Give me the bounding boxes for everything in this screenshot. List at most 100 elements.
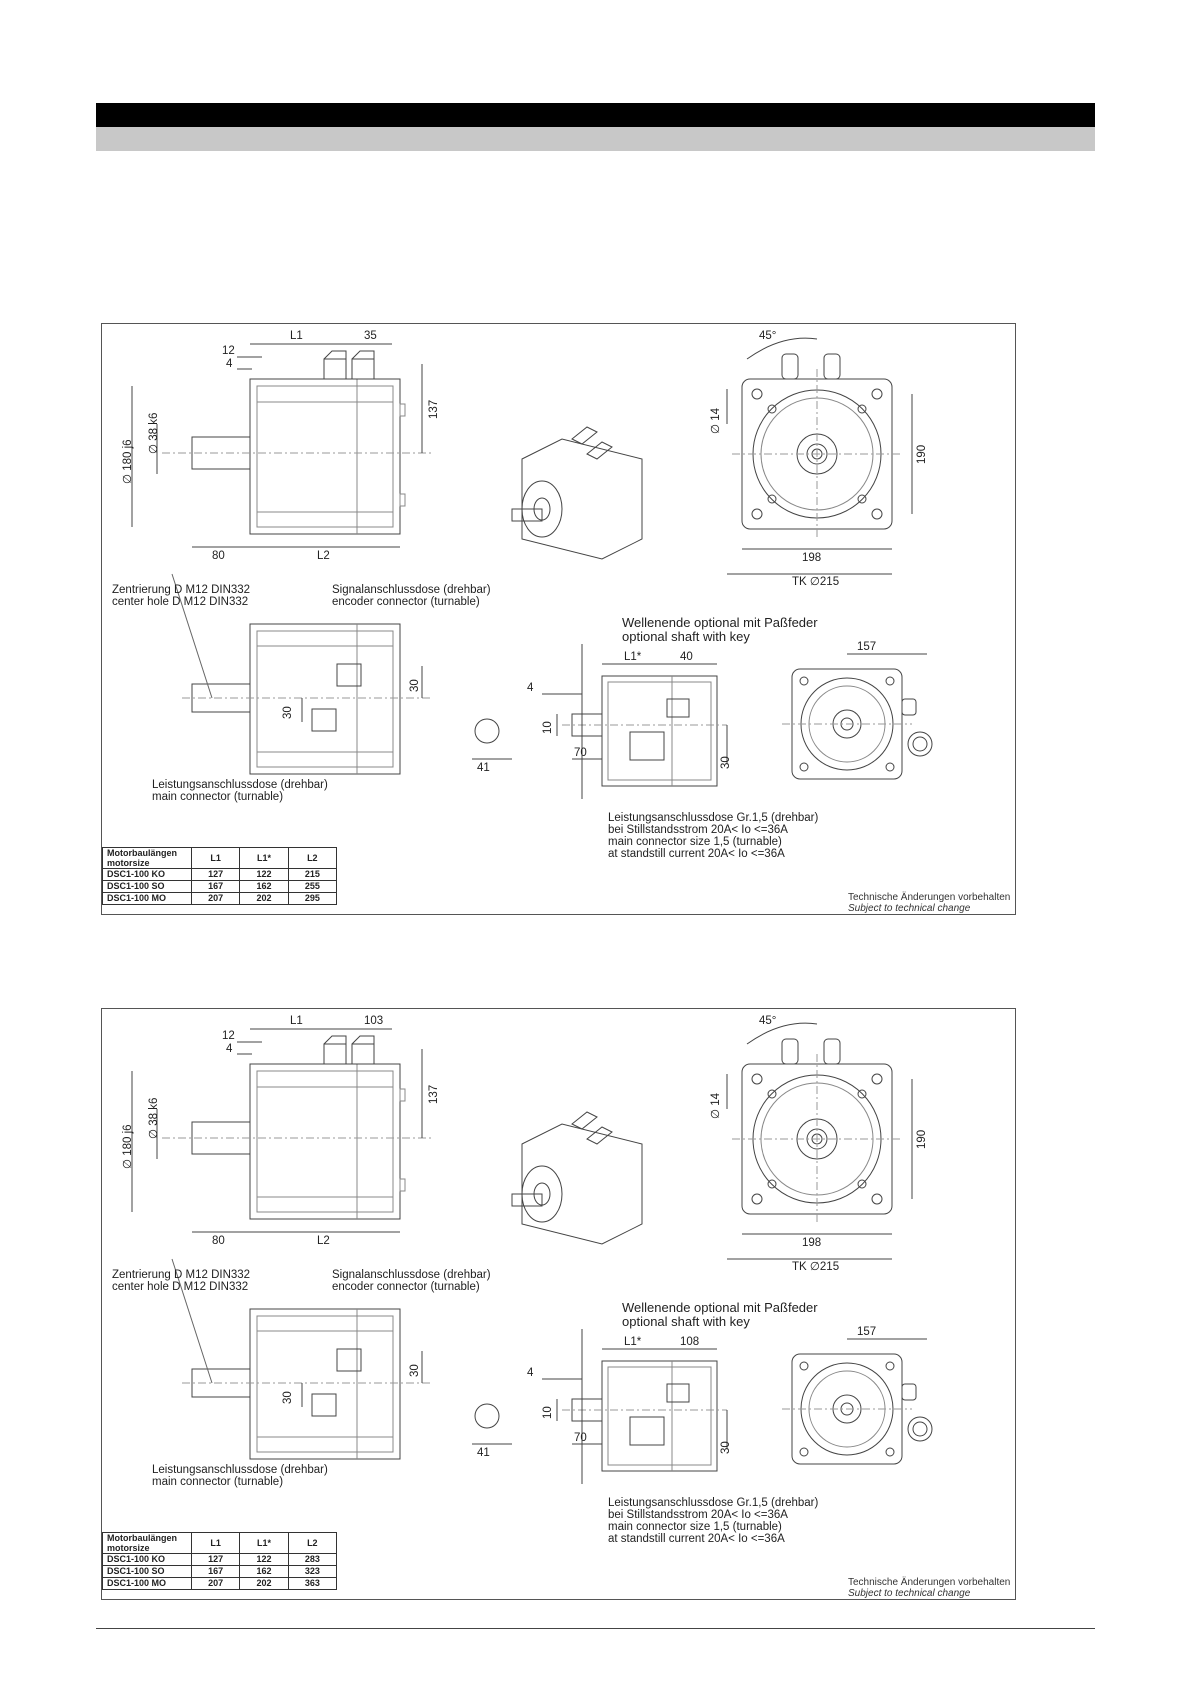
table-header-cell: L2 [287,847,338,869]
table-header-cell: L1* [239,1532,289,1554]
main-connector-size-line-2: bei Stillstandsstrom 20A< Io <=36A [608,824,788,836]
technical-change-en: Subject to technical change [848,903,971,914]
dim-35: 35 [364,330,377,342]
table-cell: DSC1-100 KO [102,1553,192,1566]
dim-dia-180: ∅ 180 j6 [122,439,134,484]
centering-de: Zentrierung D M12 DIN332 [112,584,251,596]
dim-70: 70 [574,747,587,759]
drawing-panel-1: L1 35 12 4 137 ∅ 180 j6 ∅ 38 k6 80 L2 45… [101,323,1016,915]
dim-l1: L1 [290,330,303,342]
main-connector-size-line-3: main connector size 1,5 (turnable) [608,1521,782,1533]
shaft-key-note: Wellenende optional mit Paßfeder optiona… [622,616,818,644]
technical-change-note: Technische Änderungen vorbehalten Subjec… [848,1577,1010,1599]
table-row: DSC1-100 MO 207 202 295 [102,892,338,905]
main-connector-de: Leistungsanschlussdose (drehbar) [152,779,328,791]
footer-rule [96,1628,1095,1629]
subheader-bar [96,127,1095,151]
table-row: DSC1-100 KO 127 122 283 [102,1553,338,1566]
motor-size-table: Motorbaulängen motorsize L1 L1* L2 DSC1-… [102,847,338,905]
table-header-cell: L1* [239,847,289,869]
table-cell: 162 [239,880,289,893]
dim-40: 40 [680,651,693,663]
table-cell: 215 [287,868,338,881]
table-cell: 122 [239,868,289,881]
dim-30-left: 30 [282,1391,294,1404]
dim-dia-38: ∅ 38 k6 [148,412,160,454]
dim-157: 157 [857,1326,877,1338]
table-cell: 122 [239,1553,289,1566]
table-row: DSC1-100 SO 167 162 255 [102,880,338,893]
centering-note: Zentrierung D M12 DIN332 center hole D M… [112,1269,250,1293]
table-cell: 167 [190,1565,241,1578]
table-header-cell: L1 [190,1532,241,1554]
table-cell: 127 [190,1553,241,1566]
dim-35: 103 [364,1015,384,1027]
table-header-row: Motorbaulängen motorsize L1 L1* L2 [102,847,338,869]
table-cell: 202 [239,1577,289,1590]
dim-80: 80 [212,1235,225,1247]
dim-137: 137 [428,1084,440,1104]
dim-4-shaft: 4 [527,1367,534,1379]
dim-10: 10 [542,721,554,734]
table-cell: DSC1-100 MO [102,892,192,905]
main-connector-note: Leistungsanschlussdose (drehbar) main co… [152,779,328,803]
dim-dia-14: ∅ 14 [710,407,722,434]
table-cell: DSC1-100 KO [102,868,192,881]
table-row: DSC1-100 MO 207 202 363 [102,1577,338,1590]
dim-tk-215: TK ∅215 [792,576,840,588]
table-cell: DSC1-100 SO [102,1565,192,1578]
table-row: DSC1-100 SO 167 162 323 [102,1565,338,1578]
table-cell: 202 [239,892,289,905]
dim-12: 12 [222,345,235,357]
dim-dia-14: ∅ 14 [710,1092,722,1119]
table-cell: 323 [287,1565,338,1578]
dim-70: 70 [574,1432,587,1444]
dim-l2: L2 [317,1235,330,1247]
dim-10: 10 [542,1406,554,1419]
main-connector-size-line-4: at standstill current 20A< Io <=36A [608,1533,785,1545]
header-bar [96,103,1095,127]
table-cell: 283 [287,1553,338,1566]
dim-30-shaft: 30 [720,756,732,769]
main-connector-note: Leistungsanschlussdose (drehbar) main co… [152,1464,328,1488]
main-connector-size-note: Leistungsanschlussdose Gr.1,5 (drehbar) … [608,812,818,860]
table-cell: 295 [287,892,338,905]
dim-dia-180: ∅ 180 j6 [122,1124,134,1169]
table-cell: DSC1-100 MO [102,1577,192,1590]
dim-4: 4 [226,358,233,370]
dim-30-right: 30 [409,679,421,692]
main-connector-en: main connector (turnable) [152,1476,284,1488]
technical-change-de: Technische Änderungen vorbehalten [848,892,1011,903]
main-connector-size-line-4: at standstill current 20A< Io <=36A [608,848,785,860]
encoder-note: Signalanschlussdose (drehbar) encoder co… [332,1269,491,1293]
centering-en: center hole D M12 DIN332 [112,596,249,608]
table-cell: 207 [190,1577,241,1590]
dim-4: 4 [226,1043,233,1055]
table-header-cell: Motorbaulängen motorsize [102,847,192,869]
main-connector-de: Leistungsanschlussdose (drehbar) [152,1464,328,1476]
technical-change-note: Technische Änderungen vorbehalten Subjec… [848,892,1010,914]
dim-30-shaft: 30 [720,1441,732,1454]
dim-137: 137 [428,399,440,419]
drawing-panel-2: L1 103 12 4 137 ∅ 180 j6 ∅ 38 k6 80 L2 4… [101,1008,1016,1600]
shaft-key-de: Wellenende optional mit Paßfeder [622,1300,818,1315]
main-connector-size-note: Leistungsanschlussdose Gr.1,5 (drehbar) … [608,1497,818,1545]
dim-190: 190 [916,444,928,464]
dim-45-deg: 45° [759,330,777,342]
encoder-en: encoder connector (turnable) [332,1281,480,1293]
encoder-en: encoder connector (turnable) [332,596,480,608]
dim-41: 41 [477,762,490,774]
main-connector-en: main connector (turnable) [152,791,284,803]
technical-drawing [131,1022,933,1484]
shaft-key-de: Wellenende optional mit Paßfeder [622,615,818,630]
table-cell: 167 [190,880,241,893]
dim-40: 108 [680,1336,700,1348]
table-cell: 162 [239,1565,289,1578]
dim-30-right: 30 [409,1364,421,1377]
table-row: DSC1-100 KO 127 122 215 [102,868,338,881]
dim-157: 157 [857,641,877,653]
dim-tk-215: TK ∅215 [792,1261,840,1273]
dim-30-left: 30 [282,706,294,719]
table-cell: 255 [287,880,338,893]
dim-l1-star: L1* [624,651,642,663]
